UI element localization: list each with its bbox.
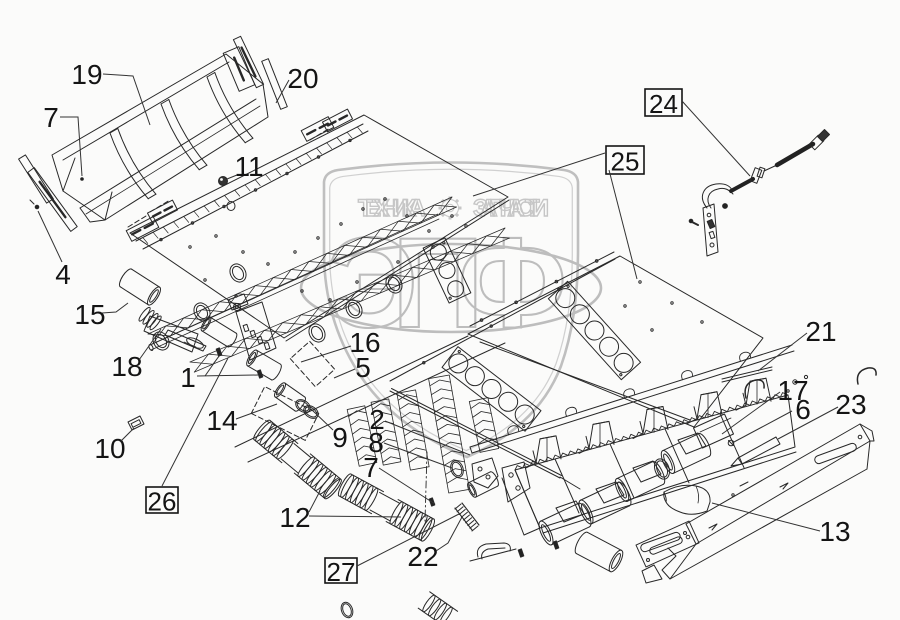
svg-text:13: 13 — [819, 516, 850, 547]
svg-text:16: 16 — [349, 327, 380, 358]
svg-text:7: 7 — [43, 102, 59, 133]
svg-text:5: 5 — [355, 352, 371, 383]
svg-text:4: 4 — [55, 259, 71, 290]
svg-text:14: 14 — [206, 405, 237, 436]
svg-text:7: 7 — [363, 452, 379, 483]
svg-text:18: 18 — [111, 351, 142, 382]
svg-text:1: 1 — [180, 362, 196, 393]
svg-text:10: 10 — [94, 433, 125, 464]
svg-text:21: 21 — [805, 316, 836, 347]
svg-text:26: 26 — [148, 486, 177, 516]
svg-text:ТЕХНИКА: ТЕХНИКА — [358, 195, 426, 222]
svg-text:20: 20 — [287, 63, 318, 94]
svg-text:ЗАПЧАСТИ: ЗАПЧАСТИ — [473, 195, 549, 222]
svg-text:11: 11 — [234, 151, 263, 182]
svg-text:22: 22 — [407, 541, 438, 572]
svg-text:17: 17 — [777, 375, 808, 406]
svg-text:27: 27 — [327, 557, 356, 587]
svg-text:23: 23 — [835, 389, 866, 420]
svg-text:8: 8 — [368, 427, 384, 458]
svg-text:19: 19 — [71, 59, 102, 90]
svg-text:6: 6 — [795, 394, 811, 425]
svg-text:2: 2 — [369, 404, 385, 435]
svg-text:24: 24 — [649, 89, 678, 119]
svg-text:15: 15 — [74, 299, 105, 330]
svg-text:9: 9 — [332, 422, 348, 453]
svg-text:25: 25 — [611, 146, 640, 176]
svg-text:12: 12 — [279, 502, 310, 533]
